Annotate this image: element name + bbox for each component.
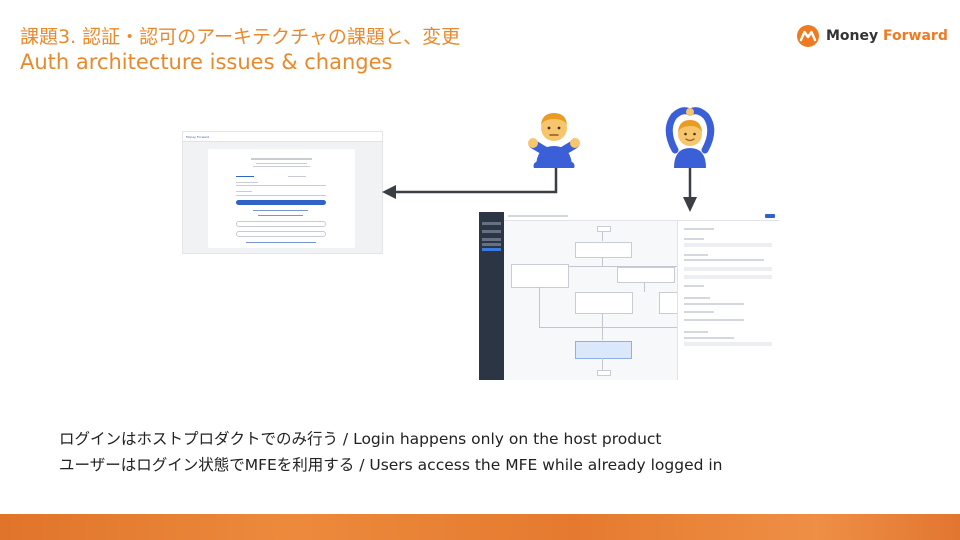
workflow-editor-screenshot	[479, 212, 779, 380]
body-line-1: ログインはホストプロダクトでのみ行う / Login happens only …	[59, 430, 662, 448]
panel-line	[684, 331, 708, 333]
flow-connector	[602, 313, 603, 327]
login-page-screenshot: Money Forward	[182, 131, 383, 254]
flow-connector	[602, 257, 603, 266]
panel-line	[684, 254, 708, 256]
editor-properties-panel	[677, 221, 779, 380]
logo-text-main: Money	[826, 28, 884, 44]
sidebar-item-active	[482, 248, 501, 251]
flow-start-node	[597, 226, 611, 232]
editor-topbar	[504, 212, 779, 221]
login-subtext-line	[256, 163, 307, 164]
login-field-input	[236, 195, 326, 196]
login-submit-button	[236, 200, 326, 205]
login-field-input	[236, 185, 326, 186]
editor-sidebar	[479, 212, 504, 380]
login-brand: Money Forward	[186, 134, 209, 139]
logo-wordmark: Money Forward	[826, 28, 948, 44]
flow-merge-line	[539, 327, 689, 328]
flow-connector	[602, 358, 603, 370]
person-gesturing-ok-icon	[665, 107, 715, 168]
footer-band	[0, 514, 960, 540]
login-link-line	[246, 242, 316, 243]
panel-line	[684, 342, 772, 346]
flow-connector	[602, 328, 603, 340]
sidebar-item	[482, 243, 501, 246]
flow-step-node	[575, 242, 632, 258]
sidebar-item	[482, 230, 501, 233]
flow-step-node	[575, 292, 633, 314]
panel-line	[684, 275, 772, 279]
arrow-to-login	[382, 165, 558, 199]
topbar-save-button	[765, 214, 775, 218]
login-tab-line	[288, 176, 306, 177]
panel-line	[684, 311, 714, 313]
slide-title-jp: 課題3. 認証・認可のアーキテクチャの課題と、変更	[20, 26, 461, 48]
panel-line	[684, 297, 710, 299]
panel-line	[684, 319, 744, 321]
login-sso-button	[236, 221, 326, 227]
flow-step-node	[511, 264, 569, 288]
arrow-to-editor	[683, 165, 697, 212]
flow-connector	[602, 231, 603, 241]
panel-line	[684, 303, 744, 305]
money-forward-logo-icon	[797, 25, 819, 47]
login-card	[208, 149, 355, 248]
flow-branch-line	[539, 266, 689, 267]
login-alt-button	[236, 231, 326, 237]
login-subtext-line	[253, 166, 310, 167]
flow-selected-node	[575, 341, 632, 359]
body-line-2: ユーザーはログイン状態でMFEを利用する / Users access the …	[59, 456, 723, 474]
person-gesturing-no-icon	[528, 113, 580, 168]
flow-step-node	[617, 267, 675, 283]
login-tab-line	[236, 176, 254, 177]
login-field-label	[236, 191, 252, 192]
login-header-bar: Money Forward	[183, 132, 382, 142]
sidebar-item	[482, 238, 501, 241]
panel-line	[684, 285, 704, 287]
panel-line	[684, 259, 764, 261]
panel-line	[684, 337, 734, 339]
panel-line	[684, 267, 772, 271]
logo-text-accent: Forward	[883, 28, 948, 44]
panel-line	[684, 243, 772, 247]
topbar-text	[508, 215, 568, 217]
flow-end-node	[597, 370, 611, 376]
login-heading-line	[251, 158, 312, 160]
login-field-label	[236, 182, 258, 183]
flow-connector	[539, 287, 540, 327]
panel-line	[684, 228, 714, 230]
sidebar-item	[482, 222, 501, 225]
flow-connector	[644, 282, 645, 292]
login-link-line	[258, 215, 303, 216]
login-link-line	[253, 210, 308, 211]
slide-title-en: Auth architecture issues & changes	[20, 50, 393, 74]
money-forward-logo: Money Forward	[796, 24, 948, 48]
panel-line	[684, 238, 704, 240]
